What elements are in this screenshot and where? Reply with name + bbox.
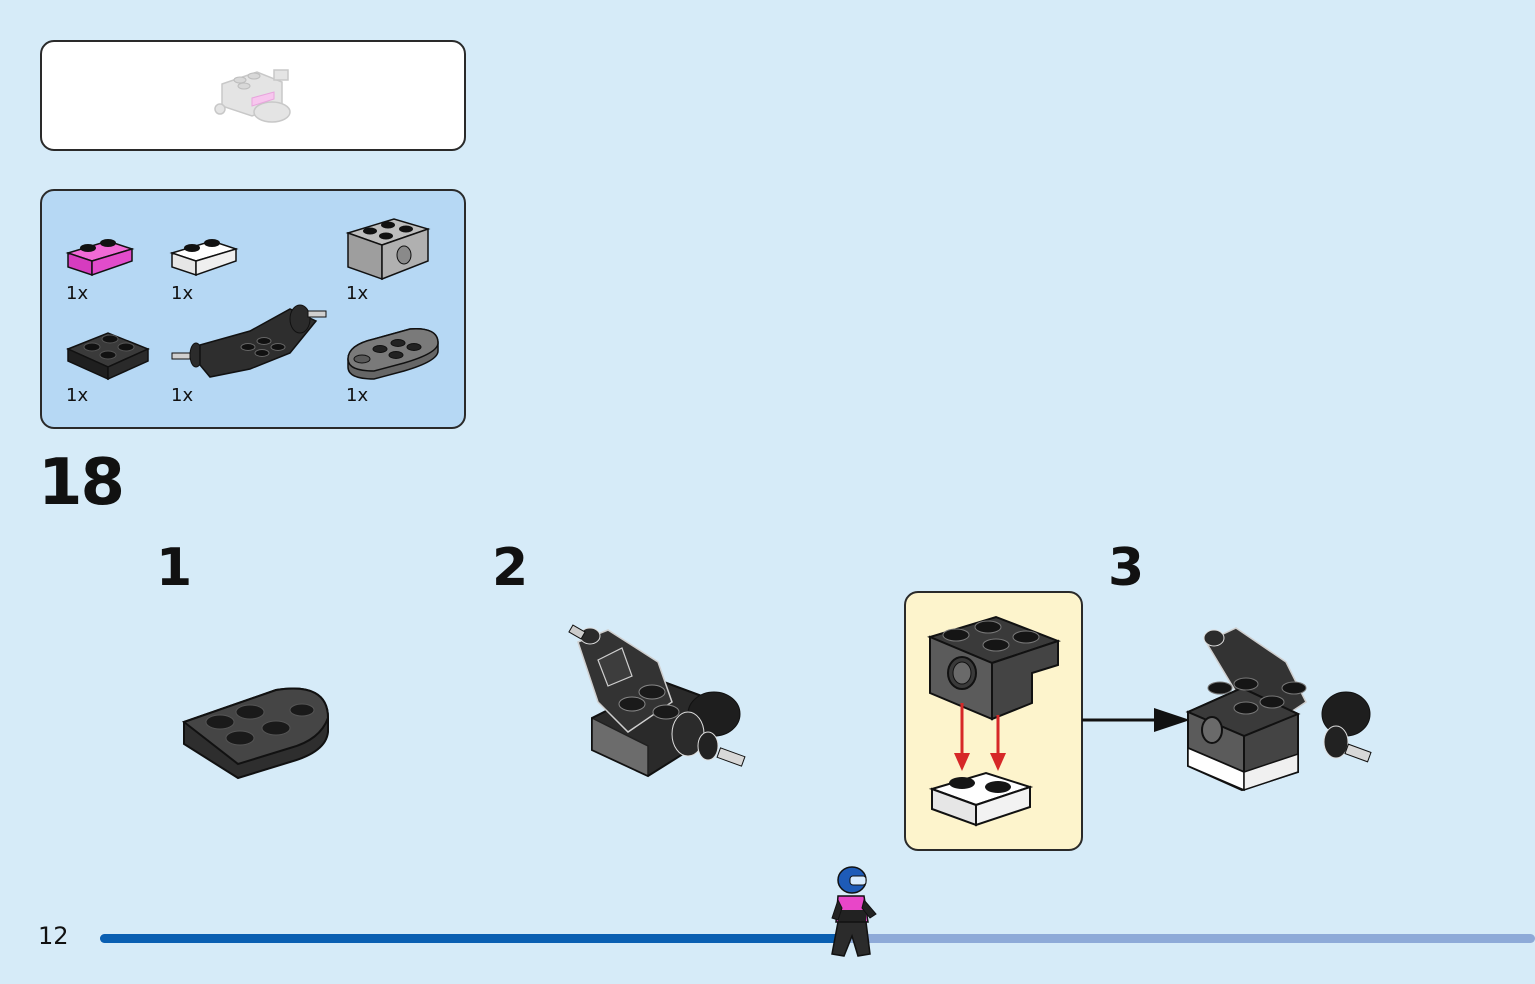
model-preview-box: [40, 40, 466, 151]
round-plate-illustration: [181, 687, 330, 780]
parts-list-box: 1x 1x 1x 1x 1x: [40, 189, 466, 429]
black-engine-axle-icon: [171, 304, 327, 378]
minifigure-progress-marker-icon: [831, 866, 877, 957]
engine-on-plate-illustration: [568, 624, 746, 778]
grey-brick-on-white-plate-illustration: [927, 615, 1061, 827]
progress-fill: [100, 934, 846, 943]
step-number: 18: [38, 446, 125, 520]
sub-step-1-label: 1: [156, 538, 193, 598]
part-quantity: 1x: [66, 283, 89, 304]
pink-plate-1x2-icon: [65, 239, 135, 277]
sub-step-3-label: 3: [1108, 538, 1145, 598]
dark-grey-round-plate-icon: [347, 328, 439, 380]
assembled-model-preview-icon: [214, 69, 291, 123]
combined-assembly-illustration: [1185, 627, 1372, 792]
white-plate-1x2-icon: [169, 239, 239, 277]
part-quantity: 1x: [171, 283, 194, 304]
black-plate-2x2-icon: [66, 332, 150, 381]
grey-technic-brick-icon: [345, 218, 431, 281]
part-quantity: 1x: [171, 385, 194, 406]
page-number: 12: [38, 922, 69, 950]
sub-step-2-label: 2: [492, 538, 529, 598]
part-quantity: 1x: [346, 283, 369, 304]
part-quantity: 1x: [346, 385, 369, 406]
assembly-arrow: [1082, 708, 1190, 732]
part-quantity: 1x: [66, 385, 89, 406]
sub-assembly-callout: [904, 591, 1083, 851]
